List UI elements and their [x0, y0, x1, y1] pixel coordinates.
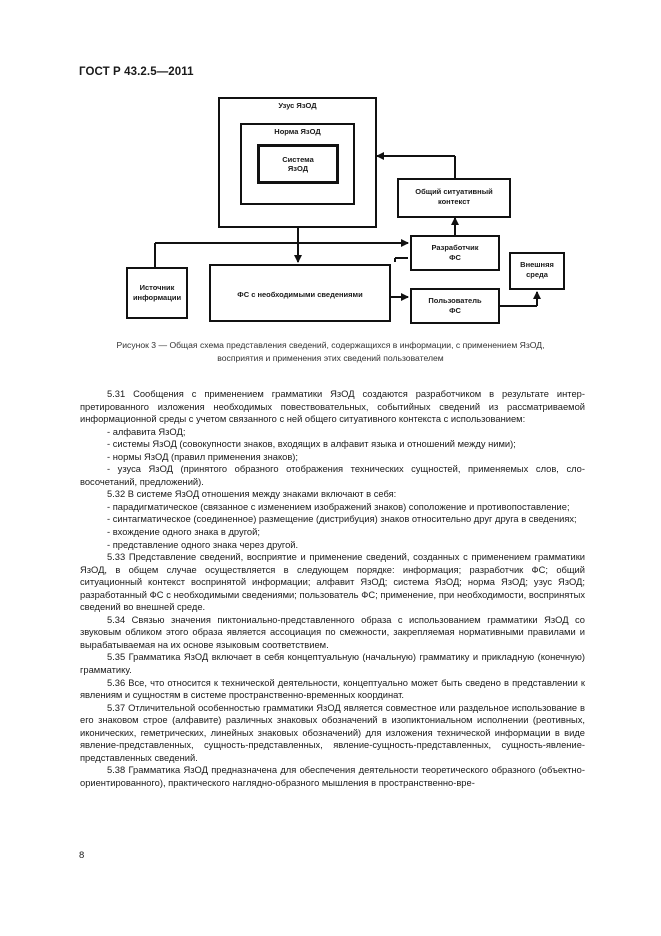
- paragraph: 5.31 Сообщения с применением грамматики …: [80, 389, 585, 425]
- fs-box: [209, 264, 391, 322]
- sistema-label-2: ЯзОД: [287, 164, 309, 173]
- source-label-1: Источник: [139, 283, 175, 292]
- list-item: - вхождение одного знака в другой;: [107, 527, 260, 538]
- developer-box: [410, 235, 500, 271]
- figure-3-diagram: Узус ЯзОД Норма ЯзОД Система ЯзОД Общий …: [0, 0, 661, 340]
- list-item: - синтагматическое (соединенное) размеще…: [107, 514, 577, 525]
- source-label-2: информации: [132, 293, 182, 302]
- context-label-2: контекст: [437, 197, 471, 206]
- figure-caption: Рисунок 3 — Общая схема представления св…: [60, 339, 601, 365]
- paragraph: 5.32 В системе ЯзОД отношения между знак…: [107, 489, 397, 500]
- developer-label-1: Разработчик: [431, 243, 479, 252]
- paragraph: 5.33 Представление сведений, восприятие …: [80, 552, 585, 613]
- sistema-box: [257, 144, 339, 184]
- fs-label: ФС с необходимыми сведениями: [237, 290, 363, 299]
- body-text: 5.31 Сообщения с применением грамматики …: [80, 388, 585, 790]
- caption-line-2: восприятия и применения этих сведений по…: [217, 353, 444, 363]
- page-number: 8: [79, 850, 85, 861]
- list-item: - алфавита ЯзОД;: [107, 426, 186, 437]
- list-item: - парадигматическое (связанное с изменен…: [107, 501, 570, 512]
- user-box: [410, 288, 500, 324]
- developer-label-2: ФС: [449, 253, 461, 262]
- user-label-2: ФС: [449, 306, 461, 315]
- paragraph: 5.34 Связью значения пиктониально-предст…: [80, 614, 585, 650]
- environment-label-2: среда: [526, 270, 548, 279]
- environment-label-1: Внешняя: [520, 260, 554, 269]
- context-box: [397, 178, 511, 218]
- diagram-connectors: [154, 152, 541, 307]
- sistema-label-1: Система: [282, 155, 314, 164]
- paragraph: 5.37 Отличительной особенностью граммати…: [80, 702, 585, 763]
- list-item: - представление одного знака через друго…: [107, 539, 299, 550]
- list-item: - нормы ЯзОД (правил применения знаков);: [107, 451, 298, 462]
- context-label-1: Общий ситуативный: [415, 187, 493, 196]
- environment-box: [509, 252, 565, 290]
- norma-label: Норма ЯзОД: [274, 127, 321, 136]
- paragraph: 5.35 Грамматика ЯзОД включает в себя кон…: [80, 652, 585, 676]
- usus-label: Узус ЯзОД: [278, 101, 317, 110]
- user-label-1: Пользователь: [428, 296, 482, 305]
- paragraph: 5.38 Грамматика ЯзОД предназначена для о…: [80, 765, 585, 788]
- document-header: ГОСТ Р 43.2.5—2011: [79, 66, 194, 78]
- source-box: [126, 267, 188, 319]
- paragraph: 5.36 Все, что относится к технической де…: [80, 677, 585, 701]
- list-item: - системы ЯзОД (совокупности знаков, вхо…: [107, 439, 516, 450]
- list-item: - узуса ЯзОД (принятого образного отобра…: [80, 464, 585, 487]
- caption-line-1: Рисунок 3 — Общая схема представления св…: [116, 340, 545, 350]
